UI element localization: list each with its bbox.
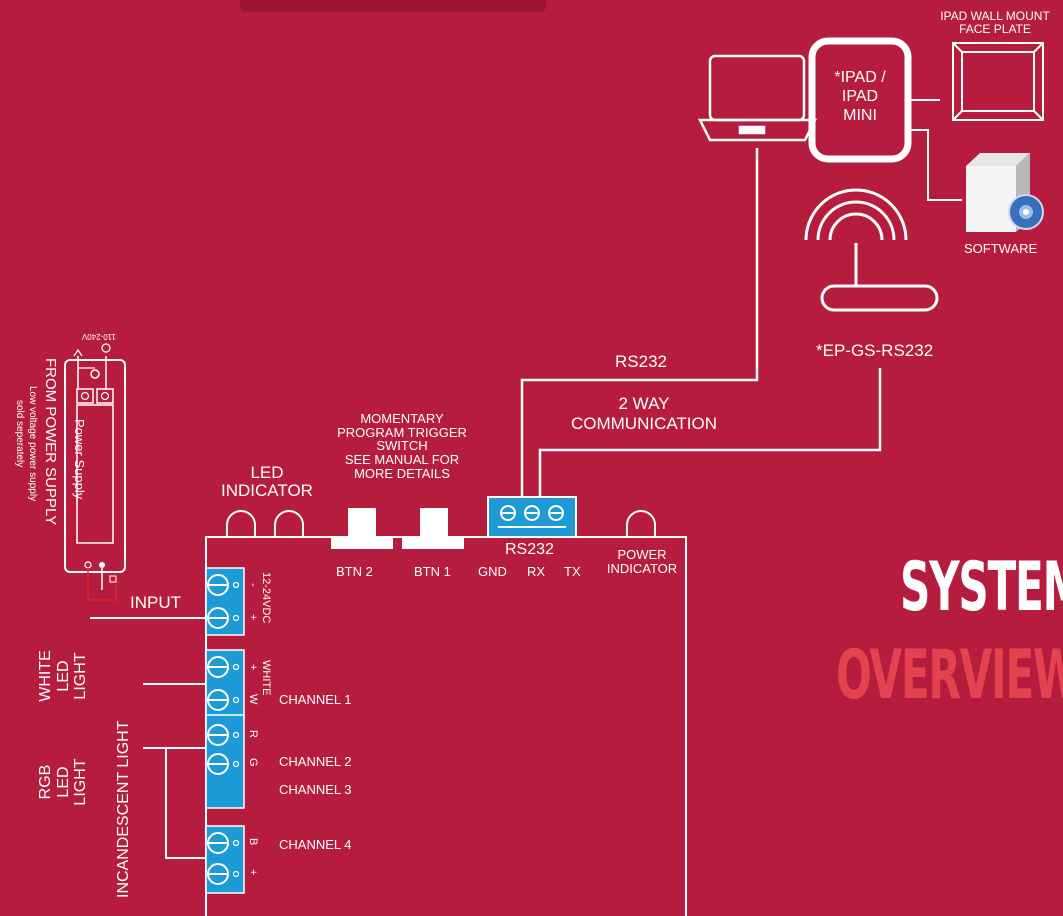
terminal-plus-label: + — [247, 869, 259, 876]
channel-4-label: CHANNEL 4 — [279, 837, 352, 852]
terminal-r-label: R — [247, 730, 259, 738]
wifi-gateway-icon — [804, 188, 939, 312]
input-voltage-label: 12-24VDC — [260, 572, 272, 624]
white-plus-label: + — [247, 664, 259, 671]
terminal-block-white — [205, 649, 245, 718]
rs232-wires — [520, 148, 882, 497]
terminal-block-rg — [205, 714, 245, 809]
laptop-icon — [697, 54, 818, 142]
rs232-port-label: RS232 — [505, 541, 554, 558]
title-line-1: SYSTEM — [900, 548, 1063, 627]
ipad-label: *IPAD / IPAD MINI — [834, 69, 886, 125]
btn1-label: BTN 1 — [414, 564, 451, 579]
input-minus-label: - — [247, 583, 259, 587]
terminal-g-label: G — [247, 758, 259, 767]
input-label: INPUT — [130, 593, 181, 612]
power-indicator-icon — [626, 510, 656, 537]
ipad-connectors — [908, 99, 962, 201]
terminal-block-input — [205, 567, 245, 636]
power-supply-wires — [87, 568, 206, 619]
channel-1-label: CHANNEL 1 — [279, 692, 352, 707]
power-supply-icon — [64, 343, 126, 583]
gnd-label: GND — [478, 564, 507, 579]
white-terminal-label: WHITE — [260, 660, 272, 696]
rs232-terminal-icon — [487, 496, 577, 538]
btn2-label: BTN 2 — [336, 564, 373, 579]
power-supply-note-2: sold seperately — [14, 400, 25, 468]
gateway-label: *EP-GS-RS232 — [816, 341, 934, 360]
incandescent-light-label: INCANDESCENT LIGHT — [115, 720, 132, 898]
led-indicator-label: LED INDICATOR — [221, 463, 313, 500]
terminal-block-b — [205, 825, 245, 894]
terminal-b-label: B — [247, 838, 259, 846]
power-supply-voltage: 110-240V — [81, 332, 116, 341]
led-indicator-icon — [226, 510, 304, 537]
wall-mount-icon — [952, 42, 1044, 121]
from-power-supply-label: FROM POWER SUPPLY — [42, 358, 59, 526]
rs232-comm-label: RS232 — [615, 352, 667, 371]
btn2-switch-icon — [331, 508, 393, 549]
light-wires — [143, 683, 206, 859]
two-way-comm-label: 2 WAY COMMUNICATION — [570, 394, 718, 434]
channel-2-label: CHANNEL 2 — [279, 754, 352, 769]
rx-label: RX — [527, 564, 546, 579]
white-led-light-label: WHITE LED LIGHT — [37, 650, 90, 702]
white-w-label: W — [247, 694, 259, 705]
btn1-switch-icon — [402, 508, 464, 549]
tx-label: TX — [564, 564, 581, 579]
wall-mount-label: IPAD WALL MOUNT FACE PLATE — [940, 9, 1050, 37]
input-plus-label: + — [247, 614, 259, 621]
power-supply-note-1: Low voltage power supply — [27, 386, 38, 502]
channel-3-label: CHANNEL 3 — [279, 782, 352, 797]
power-indicator-label: POWER INDICATOR — [606, 547, 678, 576]
power-supply-label: Power Supply — [72, 419, 87, 500]
switch-note: MOMENTARY PROGRAM TRIGGER SWITCH SEE MAN… — [337, 411, 467, 481]
software-box-icon — [966, 153, 1044, 232]
rgb-led-light-label: RGB LED LIGHT — [37, 758, 90, 806]
controller-box — [205, 536, 687, 916]
top-tab — [240, 0, 546, 12]
title-line-2: OVERVIEW — [836, 636, 1063, 715]
software-label: SOFTWARE — [964, 241, 1038, 256]
